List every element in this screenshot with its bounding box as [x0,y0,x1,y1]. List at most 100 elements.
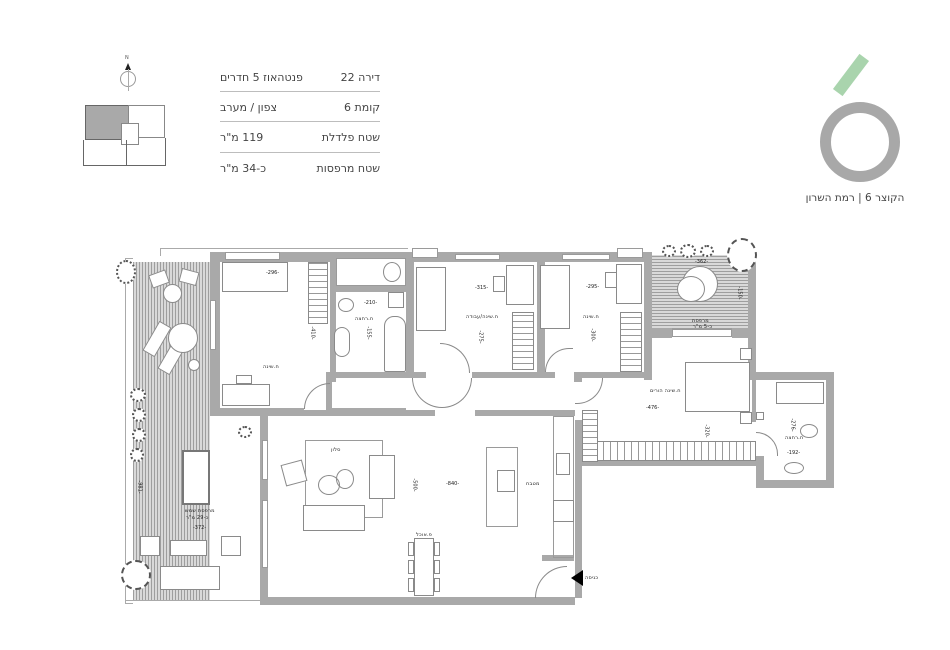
dining-label: פ.אוכל [416,532,433,538]
cooktop [497,470,515,492]
window [412,248,438,258]
bedroom-left-label: ח.שינה [263,364,279,370]
terrace-small-dim-w: -362- [695,259,709,265]
chair [493,276,505,292]
key-plan [83,103,167,167]
wall [575,372,652,378]
wall [330,372,410,378]
dining-chair [408,542,414,556]
desk [616,264,642,304]
terrace-small-area: כ-5 מ"ר [693,324,713,330]
terrace-big-area: כ-29 מ"ר [186,515,209,521]
round-table [677,276,705,302]
umbrella-icon [168,323,198,353]
plant-icon [130,448,144,462]
wall [330,286,410,292]
wall [652,328,672,338]
wall [545,372,555,378]
info-value: 119 מ"ר [220,130,264,144]
entrance-door[interactable] [535,566,567,598]
wall [752,380,756,422]
bedroom-left-dim-w: -296- [266,270,280,276]
info-row-apartment: דירה 22 פנטהאוז 5 חדרים [220,62,380,92]
info-value: צפון / מערב [220,100,278,114]
key-plan-core [121,123,139,145]
info-label: דירה 22 [340,70,380,84]
wall [756,456,764,488]
bedroom-mid-dim-h: -275- [477,330,484,344]
outdoor-sofa [160,566,220,590]
kitchen-label: מטבח [526,481,540,487]
door[interactable] [440,343,470,373]
plant-icon [132,408,146,422]
door[interactable] [575,378,603,404]
plant-icon [727,238,757,272]
bathroom-label: ח.רחצה [355,316,374,322]
wardrobe [308,262,328,324]
window [262,500,268,568]
master-label: ח.שינה הורים [650,388,681,394]
outdoor-armchair [140,536,160,556]
key-plan-unit-sw [83,140,127,166]
master-bath-dim-w: -192- [787,450,801,456]
wardrobe [620,312,642,372]
logo-ring [820,102,900,182]
master-dim-w: -476- [646,405,660,411]
divider [220,91,380,92]
compass-arrow-icon [125,63,131,70]
armchair [280,459,308,487]
bedroom-left-dim-h: -410- [309,326,316,340]
railing-line [160,248,408,249]
wall [760,480,834,488]
plant-icon [238,426,252,438]
wardrobe [582,410,598,462]
coffee-table [336,469,354,489]
kitchen-counter [553,416,574,558]
info-value: פנטהאוז 5 חדרים [220,70,303,84]
entrance-label: כניסה [585,575,599,581]
door[interactable] [304,383,330,409]
door[interactable] [545,348,573,372]
divider [220,121,380,122]
living-dim-w: -840- [446,481,460,487]
dining-table [414,538,434,596]
compass-north-label: N [125,55,129,61]
dining-chair [434,542,440,556]
door[interactable] [756,432,778,456]
plant-icon [662,245,676,257]
living-label: סלון [331,447,341,453]
window [455,254,500,260]
info-label: שטח מרפסות [316,161,380,175]
desk [222,384,270,406]
wall [575,420,582,598]
wall [732,328,752,338]
bathroom-dim-h: -155- [365,326,372,340]
wall [406,252,414,378]
wall [748,372,828,380]
outdoor-coffee-table [170,540,207,556]
window [562,254,610,260]
toilet [800,424,818,438]
window [210,300,216,350]
chair [605,272,617,288]
plant-icon [130,388,146,402]
terrace-small-dim-h: -150- [736,286,743,300]
compass-line [128,69,129,91]
nightstand [740,412,752,424]
wall [580,460,760,466]
wall [260,597,575,605]
info-label: שטח פלדלת [321,130,380,144]
door[interactable] [412,378,472,408]
wall [475,410,575,416]
bed [416,267,446,331]
nightstand [740,348,752,360]
desk [506,265,534,305]
wall [330,252,336,382]
wall [574,372,582,382]
window [617,248,643,258]
terrace-rail-bottom [125,600,260,605]
info-row-area: שטח פלדלת 119 מ"ר [220,122,380,152]
wardrobe [512,312,534,370]
shower [776,382,824,404]
